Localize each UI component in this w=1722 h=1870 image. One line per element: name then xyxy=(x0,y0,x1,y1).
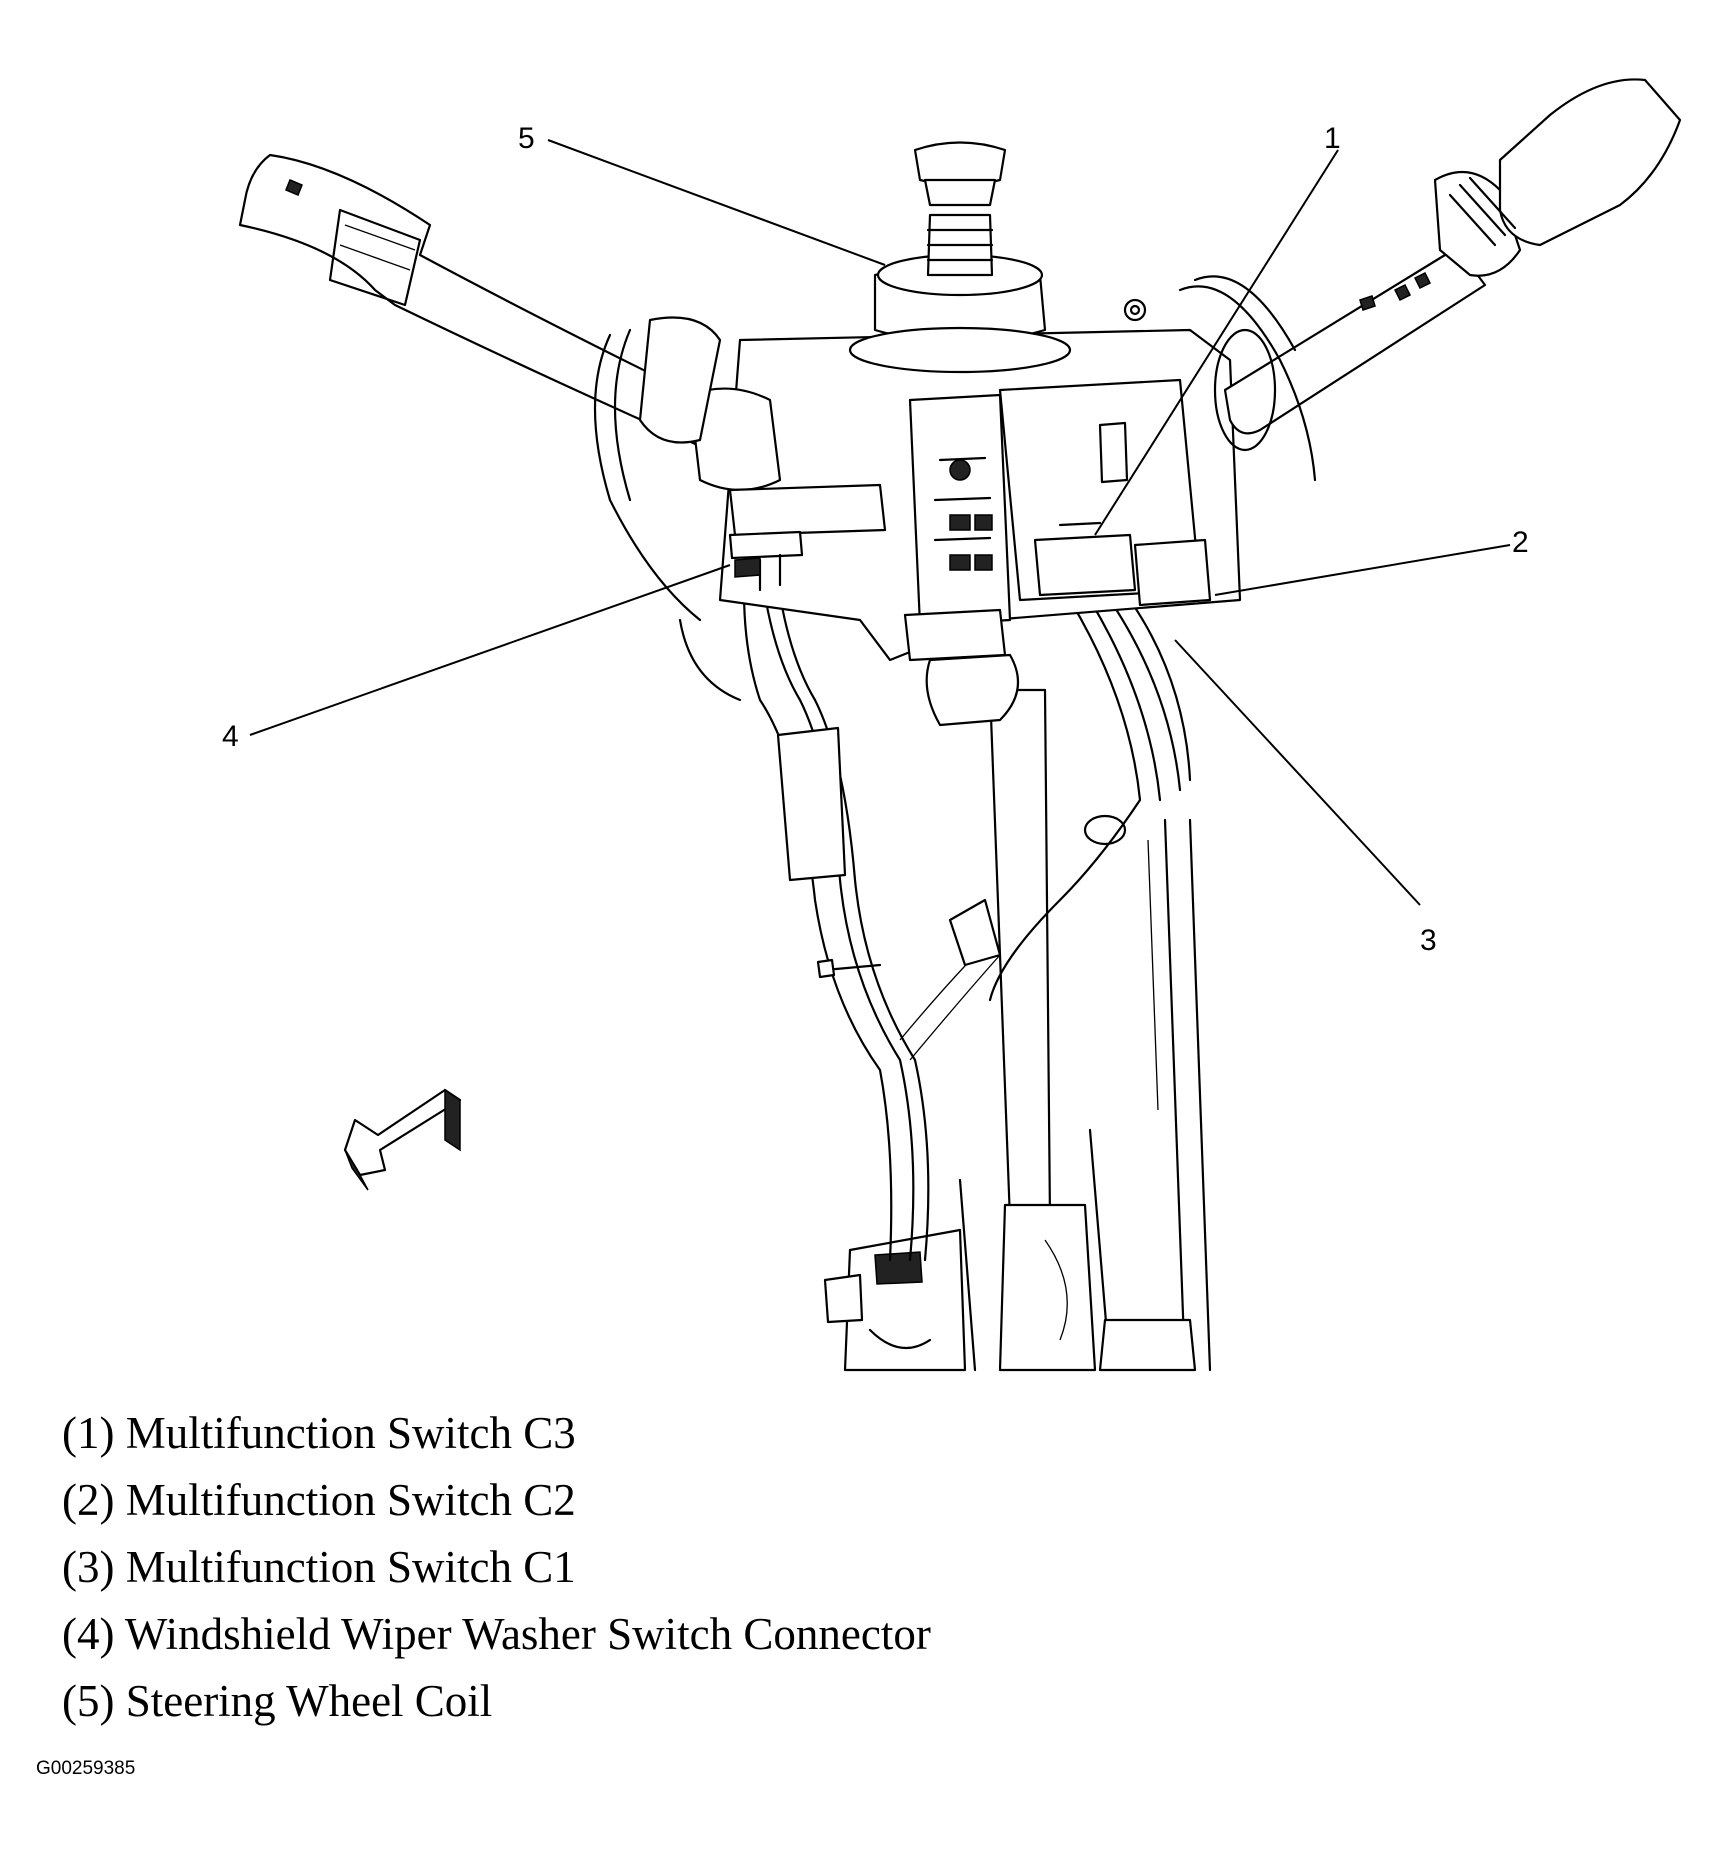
lower-column-bracket xyxy=(823,1228,1197,1372)
leader-line-4 xyxy=(249,564,731,736)
leader-line-2 xyxy=(1214,544,1511,596)
legend-item-4: (4) Windshield Wiper Washer Switch Conne… xyxy=(62,1609,931,1659)
callout-3: 3 xyxy=(1420,924,1437,957)
legend-item-2: (2) Multifunction Switch C2 xyxy=(62,1475,576,1525)
callout-5: 5 xyxy=(518,122,535,155)
callout-2: 2 xyxy=(1512,526,1529,559)
switch-housing xyxy=(718,328,1242,727)
left-wiring-harness xyxy=(678,558,1001,1262)
right-lever xyxy=(1178,78,1682,482)
column-rods xyxy=(1147,818,1212,1372)
legend-item-1: (1) Multifunction Switch C3 xyxy=(62,1408,576,1458)
legend: (1) Multifunction Switch C3 (2) Multifun… xyxy=(62,1400,1562,1735)
leader-line-1 xyxy=(1094,149,1339,536)
legend-item-5: (5) Steering Wheel Coil xyxy=(62,1676,493,1726)
figure-id: G00259385 xyxy=(36,1758,136,1779)
callout-4: 4 xyxy=(222,720,239,753)
steering-shaft xyxy=(958,688,1112,1372)
front-direction-arrow xyxy=(343,1088,462,1191)
leader-line-5 xyxy=(547,139,886,266)
left-lever xyxy=(238,153,782,622)
legend-item-3: (3) Multifunction Switch C1 xyxy=(62,1542,576,1592)
callout-1: 1 xyxy=(1324,122,1341,155)
steering-wheel-coil xyxy=(848,141,1147,374)
leader-line-3 xyxy=(1174,639,1421,906)
wiper-switch-connector xyxy=(728,483,887,592)
right-wiring-harness xyxy=(948,598,1192,1002)
steering-column-diagram: 1 2 3 4 5 xyxy=(222,78,1682,1372)
